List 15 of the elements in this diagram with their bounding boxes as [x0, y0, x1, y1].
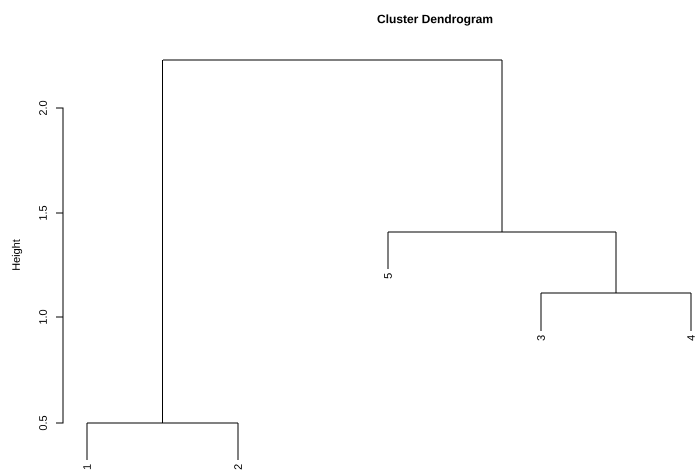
branch-line — [540, 292, 542, 332]
leaf-label: 1 — [83, 464, 91, 470]
leaf-label: 5 — [384, 273, 392, 278]
leaf-label: 3 — [537, 335, 545, 340]
tick-label: 2.0 — [39, 100, 47, 116]
tick-label: 0.5 — [39, 416, 47, 430]
branch-line — [86, 422, 88, 460]
branch-line — [162, 60, 163, 423]
leaf-label: 4 — [687, 335, 695, 341]
tick-label: 1.0 — [39, 310, 47, 324]
axis-title: Height — [12, 239, 22, 270]
chart-title: Cluster Dendrogram — [378, 14, 492, 26]
branch-line — [690, 292, 692, 332]
leaf-label: 2 — [234, 464, 242, 470]
tick-label: 1.5 — [39, 206, 47, 220]
